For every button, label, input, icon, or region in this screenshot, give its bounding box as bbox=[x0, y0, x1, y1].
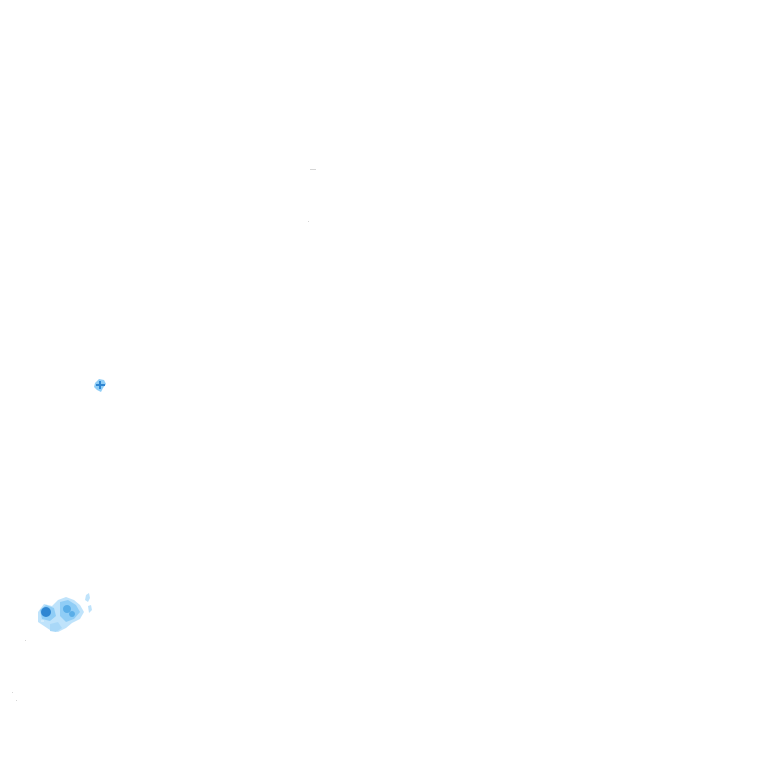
radar-echo-cell-small bbox=[94, 379, 106, 392]
echo-core bbox=[63, 605, 71, 613]
speck bbox=[25, 640, 26, 641]
echo-fragment bbox=[41, 620, 44, 622]
radar-echo-cluster-large bbox=[38, 593, 92, 632]
speck bbox=[308, 221, 309, 222]
echo-core bbox=[99, 381, 101, 389]
echo-blob bbox=[50, 622, 62, 632]
echo-core bbox=[41, 607, 51, 617]
echo-fragment bbox=[88, 605, 92, 613]
speck bbox=[16, 700, 17, 701]
speck bbox=[310, 169, 316, 170]
echo-fragment bbox=[85, 593, 90, 602]
echo-core bbox=[69, 611, 75, 617]
map-specks bbox=[12, 169, 316, 701]
speck bbox=[12, 692, 13, 693]
